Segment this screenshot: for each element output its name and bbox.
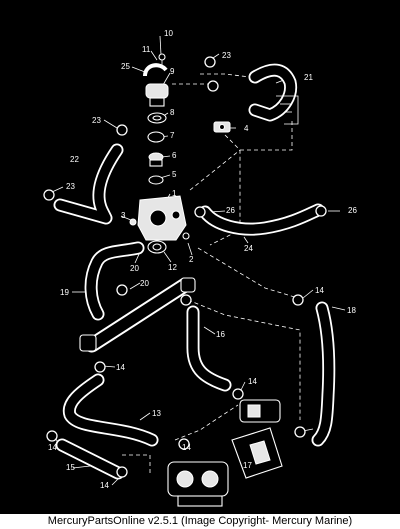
callout-18: 18: [347, 306, 356, 315]
hose-19: [84, 241, 145, 321]
callout-15: 15: [66, 463, 75, 472]
thermostat-housing-assembly: [129, 53, 190, 254]
callout-23: 23: [92, 116, 101, 125]
callout-12: 12: [168, 263, 177, 272]
callout-23: 23: [222, 51, 231, 60]
callout-14: 14: [116, 363, 125, 372]
hose-16: [186, 305, 232, 392]
pump-assembly: [167, 399, 281, 507]
callout-26: 26: [348, 206, 357, 215]
callout-14: 14: [248, 377, 257, 386]
callout-26: 26: [226, 206, 235, 215]
callout-16: 16: [216, 330, 225, 339]
callout-9: 9: [170, 67, 175, 76]
callout-24: 24: [244, 244, 253, 253]
hose-22: [53, 143, 124, 225]
callout-5: 5: [172, 170, 177, 179]
callout-8: 8: [170, 108, 175, 117]
callout-4: 4: [244, 124, 249, 133]
callout-3: 3: [121, 211, 126, 220]
callout-19: 19: [60, 288, 69, 297]
callout-14: 14: [182, 443, 191, 452]
hose-clamps: [43, 56, 327, 478]
detail-box-17: [231, 427, 283, 479]
callout-13: 13: [152, 409, 161, 418]
callout-14: 14: [315, 286, 324, 295]
callout-2: 2: [189, 255, 194, 264]
hose-13: [62, 373, 159, 447]
callout-17: 17: [243, 461, 252, 470]
hose-15: [55, 438, 125, 480]
callout-14: 14: [48, 443, 57, 452]
callout-20: 20: [140, 279, 149, 288]
callout-1: 1: [172, 189, 177, 198]
callout-labels: 10 11 25 9 23 21 8 4 23 7 22 6 5 1 23 3 …: [48, 29, 357, 490]
callout-25: 25: [121, 62, 130, 71]
hose-21: [248, 63, 299, 125]
callout-11: 11: [142, 45, 151, 54]
hose-18: [311, 301, 336, 447]
assembly-dashed-lines: [122, 73, 301, 475]
callout-22: 22: [70, 155, 79, 164]
callout-21: 21: [304, 73, 313, 82]
hose-24: [198, 203, 325, 236]
tube-20: [79, 277, 196, 353]
callout-14: 14: [100, 481, 109, 490]
callout-6: 6: [172, 151, 177, 160]
callout-10: 10: [164, 29, 173, 38]
copyright-footer: MercuryPartsOnline v2.5.1 (Image Copyrig…: [0, 514, 400, 529]
callout-7: 7: [170, 131, 175, 140]
callout-23: 23: [66, 182, 75, 191]
callout-20: 20: [130, 264, 139, 273]
fitting-4: [213, 121, 231, 133]
